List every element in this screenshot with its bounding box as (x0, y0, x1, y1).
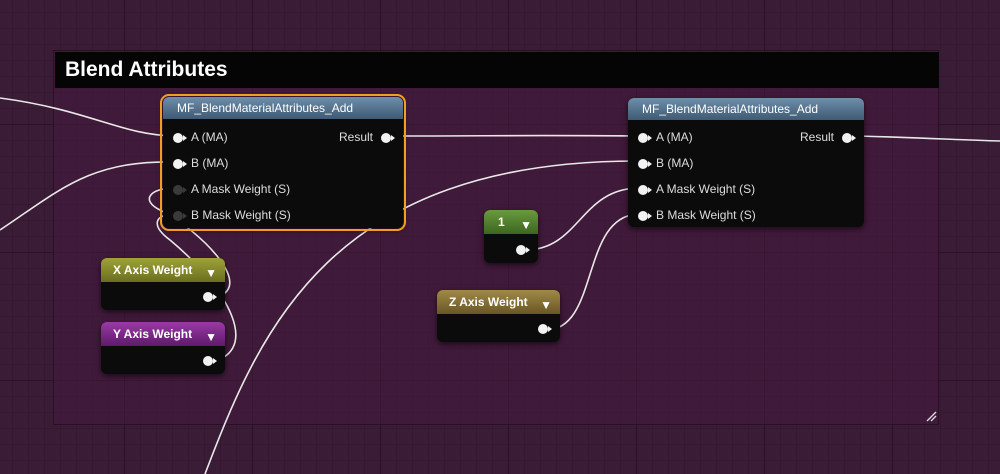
node-title: Y Axis Weight (113, 327, 193, 341)
input-b-mask-row[interactable]: B Mask Weight (S) (638, 207, 756, 223)
chevron-down-icon[interactable]: ▼ (205, 266, 217, 280)
comment-title[interactable]: Blend Attributes (55, 52, 939, 88)
output-pin-icon[interactable] (203, 356, 217, 366)
pin-icon[interactable] (842, 132, 856, 143)
pin-icon[interactable] (173, 158, 187, 169)
node-header: X Axis Weight ▼ (101, 258, 225, 282)
resize-handle-icon[interactable] (925, 410, 937, 422)
output-result-row[interactable]: Result (799, 129, 856, 145)
pin-label: A Mask Weight (S) (656, 182, 756, 196)
chevron-down-icon[interactable]: ▼ (205, 330, 217, 344)
node-title: Z Axis Weight (449, 295, 528, 309)
pin-icon[interactable] (173, 210, 187, 221)
z-axis-weight-node[interactable]: Z Axis Weight ▼ (437, 290, 560, 342)
pin-label: B Mask Weight (S) (191, 208, 291, 222)
node-header: Y Axis Weight ▼ (101, 322, 225, 346)
pin-label: Result (338, 130, 373, 144)
pin-icon[interactable] (638, 158, 652, 169)
node-header: MF_BlendMaterialAttributes_Add (628, 98, 864, 120)
pin-label: B (MA) (656, 156, 694, 170)
output-result-row[interactable]: Result (338, 129, 395, 145)
pin-icon[interactable] (173, 132, 187, 143)
node-title: 1 (498, 215, 505, 229)
constant-one-node[interactable]: 1 ▼ (484, 210, 538, 263)
blend-add-node-2[interactable]: MF_BlendMaterialAttributes_Add A (MA) B … (628, 98, 864, 227)
pin-icon[interactable] (638, 132, 652, 143)
output-pin-icon[interactable] (516, 245, 530, 255)
pin-icon[interactable] (173, 184, 187, 195)
pin-icon[interactable] (638, 184, 652, 195)
y-axis-weight-node[interactable]: Y Axis Weight ▼ (101, 322, 225, 374)
pin-label: A Mask Weight (S) (191, 182, 291, 196)
input-b-row[interactable]: B (MA) (638, 155, 693, 171)
input-a-row[interactable]: A (MA) (638, 129, 693, 145)
input-a-mask-row[interactable]: A Mask Weight (S) (638, 181, 755, 197)
pin-icon[interactable] (638, 210, 652, 221)
pin-label: B (MA) (191, 156, 229, 170)
chevron-down-icon[interactable]: ▼ (520, 218, 532, 232)
input-a-mask-row[interactable]: A Mask Weight (S) (173, 181, 290, 197)
input-b-row[interactable]: B (MA) (173, 155, 228, 171)
node-title: X Axis Weight (113, 263, 193, 277)
pin-icon[interactable] (381, 132, 395, 143)
input-b-mask-row[interactable]: B Mask Weight (S) (173, 207, 291, 223)
x-axis-weight-node[interactable]: X Axis Weight ▼ (101, 258, 225, 310)
chevron-down-icon[interactable]: ▼ (540, 298, 552, 312)
pin-label: A (MA) (656, 130, 693, 144)
blend-add-node-1[interactable]: MF_BlendMaterialAttributes_Add A (MA) B … (160, 94, 406, 231)
node-header: MF_BlendMaterialAttributes_Add (163, 97, 403, 119)
node-header: 1 ▼ (484, 210, 538, 234)
pin-label: A (MA) (191, 130, 228, 144)
output-pin-icon[interactable] (538, 324, 552, 334)
input-a-row[interactable]: A (MA) (173, 129, 228, 145)
pin-label: B Mask Weight (S) (656, 208, 756, 222)
node-header: Z Axis Weight ▼ (437, 290, 560, 314)
pin-label: Result (799, 130, 834, 144)
output-pin-icon[interactable] (203, 292, 217, 302)
